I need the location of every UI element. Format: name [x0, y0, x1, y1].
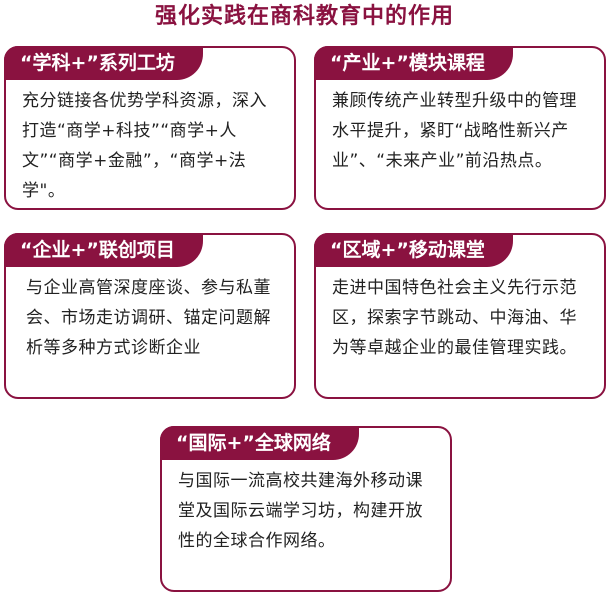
card-text: 兼顾传统产业转型升级中的管理水平提升，紧盯“战略性新兴产业”、“未来产业”前沿热… [332, 91, 577, 171]
card-label: “学科+”系列工坊 [4, 46, 203, 80]
card-discipline-workshop: “学科+”系列工坊 充分链接各优势学科资源，深入打造“商学+科技”“商学+人文”… [4, 46, 296, 210]
card-industry-module: “产业+”模块课程 兼顾传统产业转型升级中的管理水平提升，紧盯“战略性新兴产业”… [314, 46, 606, 210]
card-regional-classroom: “区域+”移动课堂 走进中国特色社会主义先行示范区，探索字节跳动、中海油、华为等… [314, 233, 606, 399]
card-label: “区域+”移动课堂 [314, 233, 513, 267]
card-label: “国际+”全球网络 [160, 426, 359, 460]
card-text: 与企业高管深度座谈、参与私董会、市场走访调研、锚定问题解析等多种方式诊断企业 [26, 278, 271, 358]
card-enterprise-project: “企业+”联创项目 与企业高管深度座谈、参与私董会、市场走访调研、锚定问题解析等… [4, 233, 296, 399]
card-text: 与国际一流高校共建海外移动课堂及国际云端学习坊，构建开放性的全球合作网络。 [178, 471, 423, 551]
card-label: “企业+”联创项目 [4, 233, 203, 267]
card-text: 走进中国特色社会主义先行示范区，探索字节跳动、中海油、华为等卓越企业的最佳管理实… [332, 278, 577, 358]
diagram-title: 强化实践在商科教育中的作用 [154, 4, 454, 29]
card-label: “产业+”模块课程 [314, 46, 513, 80]
card-text: 充分链接各优势学科资源，深入打造“商学+科技”“商学+人文”“商学+金融”，“商… [22, 91, 267, 201]
card-global-network: “国际+”全球网络 与国际一流高校共建海外移动课堂及国际云端学习坊，构建开放性的… [160, 426, 452, 592]
